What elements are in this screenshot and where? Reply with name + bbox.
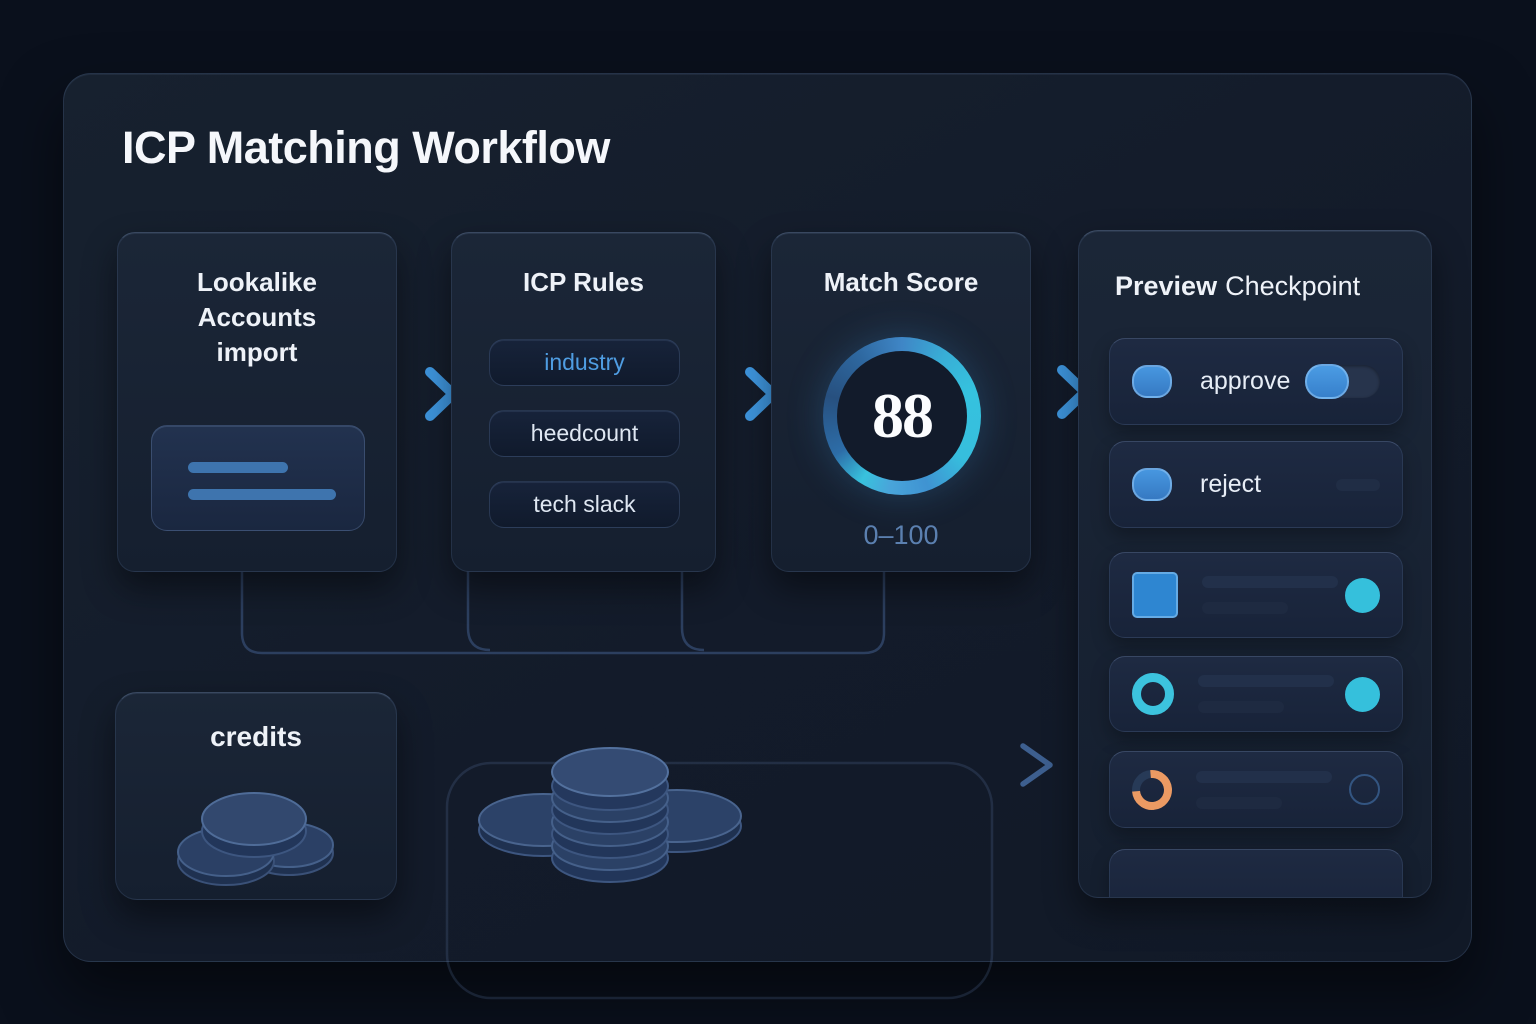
node-icp-rules[interactable]: ICP Rules industry heedcount tech slack	[451, 232, 716, 572]
placeholder-line	[1198, 701, 1284, 713]
placeholder-line	[188, 462, 288, 473]
node-title: credits	[210, 721, 302, 752]
node-title: ICP Rules	[523, 267, 644, 297]
node-title: Match Score	[823, 267, 979, 297]
toggle-knob	[1305, 364, 1349, 399]
placeholder-line	[1196, 770, 1332, 783]
approve-toggle[interactable]	[1305, 364, 1380, 399]
checkbox-circle[interactable]	[1349, 774, 1380, 805]
placeholder-line	[1196, 796, 1282, 809]
preview-list-item-clipped	[1109, 849, 1403, 897]
placeholder-lines	[1196, 770, 1332, 809]
score-gauge-center: 88	[837, 351, 967, 481]
reject-label: reject	[1200, 470, 1262, 498]
rule-chip-headcount[interactable]: heedcount	[489, 410, 680, 457]
blue-blob-icon	[1132, 365, 1172, 398]
coin-stack-icon	[177, 792, 334, 886]
placeholder-line	[1198, 675, 1334, 687]
title-bold: Preview	[1115, 271, 1218, 301]
preview-list-item[interactable]	[1109, 552, 1403, 638]
placeholder-line	[188, 489, 336, 500]
square-thumbnail-icon	[1132, 572, 1178, 618]
approve-label: approve	[1200, 367, 1291, 395]
placeholder-lines	[1202, 576, 1338, 614]
score-value: 88	[872, 380, 934, 451]
score-range-label: 0–100	[863, 520, 939, 550]
node-title: Lookalike Accounts import	[197, 267, 317, 367]
rule-chip-industry[interactable]: industry	[489, 339, 680, 386]
import-preview-box	[151, 425, 365, 531]
node-credits[interactable]: credits	[115, 692, 397, 900]
preview-list-item[interactable]	[1109, 656, 1403, 732]
loading-spinner-icon	[1123, 761, 1181, 818]
status-dot	[1345, 577, 1380, 613]
score-gauge: 88	[823, 337, 981, 495]
node-match-score[interactable]: Match Score 88 0–100	[771, 232, 1031, 572]
reject-row[interactable]: reject	[1109, 441, 1403, 528]
approve-row[interactable]: approve	[1109, 338, 1403, 425]
status-dot	[1345, 676, 1380, 712]
placeholder-lines	[1198, 675, 1334, 713]
page-title: ICP Matching Workflow	[122, 122, 610, 173]
node-lookalike-import[interactable]: Lookalike Accounts import	[117, 232, 397, 572]
progress-ring-icon	[1132, 673, 1174, 715]
placeholder-line	[1202, 576, 1338, 588]
preview-list-item[interactable]	[1109, 751, 1403, 828]
title-rest: Checkpoint	[1225, 271, 1361, 301]
placeholder-line	[1202, 602, 1288, 614]
rule-chip-tech-stack[interactable]: tech slack	[489, 481, 680, 528]
placeholder-dash	[1336, 478, 1380, 491]
blue-blob-icon	[1132, 468, 1172, 501]
